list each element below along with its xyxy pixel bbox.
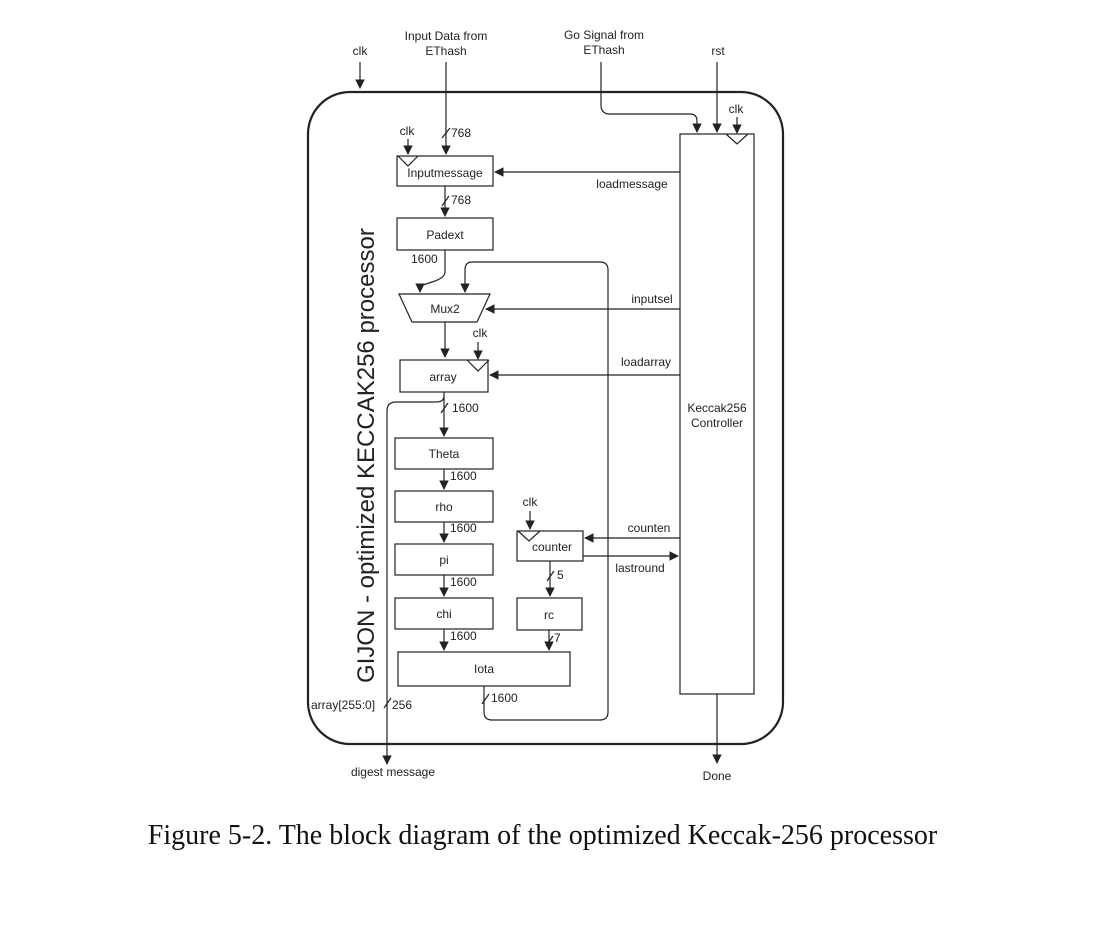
chi-block <box>394 597 494 630</box>
array-clock-marker <box>466 359 490 372</box>
figure-caption: Figure 5-2. The block diagram of the opt… <box>147 820 938 851</box>
inputmessage-clk-label: clk <box>400 124 416 138</box>
chi-label: chi <box>436 607 451 621</box>
feedback-loop-wire <box>460 261 609 721</box>
loadmessage-label: loadmessage <box>596 177 668 191</box>
padext-to-mux-wire <box>415 250 446 293</box>
padext-label: Padext <box>426 228 464 242</box>
processor-frame <box>306 90 785 746</box>
bus-width-1600-array: 1600 <box>452 401 479 415</box>
padext-block <box>396 217 494 251</box>
bus-width-256: 256 <box>392 698 412 712</box>
counter-label: counter <box>532 540 572 554</box>
bus-slash-768-a <box>441 127 451 139</box>
mux2-label: Mux2 <box>430 302 460 316</box>
inputmessage-clock-marker <box>397 155 419 167</box>
bus-slash-256 <box>383 697 392 709</box>
controller-label-1: Keccak256 <box>687 401 747 415</box>
bus-width-1600-iota: 1600 <box>491 691 518 705</box>
input-data-label-2: EThash <box>425 44 466 58</box>
bus-width-768-a: 768 <box>451 126 471 140</box>
go-signal-label-2: EThash <box>583 43 624 57</box>
clk-input-label: clk <box>353 44 369 58</box>
loadarray-label: loadarray <box>621 355 671 369</box>
bus-width-1600-padext: 1600 <box>411 252 438 266</box>
lastround-label: lastround <box>615 561 664 575</box>
input-data-label-1: Input Data from <box>405 29 488 43</box>
iota-block <box>397 651 571 687</box>
rst-label: rst <box>711 44 725 58</box>
iota-label: Iota <box>474 662 494 676</box>
bus-slash-1600-array <box>440 402 449 414</box>
digest-message-label: digest message <box>351 765 435 779</box>
inputmessage-label: Inputmessage <box>407 166 483 180</box>
bus-width-1600-theta: 1600 <box>450 469 477 483</box>
controller-clock-marker <box>725 133 749 145</box>
counter-block <box>516 530 584 562</box>
array-slice-label: array[255:0] <box>311 698 375 712</box>
counter-clk-label: clk <box>523 495 539 509</box>
bus-width-768-b: 768 <box>451 193 471 207</box>
go-signal-label-1: Go Signal from <box>564 28 644 42</box>
mux2-block <box>398 293 491 323</box>
processor-title: GIJON - optimized KECCAK256 processor <box>353 228 380 683</box>
keccak256-controller <box>679 133 755 695</box>
bus-width-1600-pi: 1600 <box>450 575 477 589</box>
controller-clk-label: clk <box>729 102 745 116</box>
counter-clock-marker <box>517 530 541 542</box>
digest-output-wire <box>382 395 445 765</box>
theta-label: Theta <box>429 447 460 461</box>
rc-label: rc <box>544 608 554 622</box>
rho-block <box>394 490 494 523</box>
array-label: array <box>429 370 456 384</box>
rho-label: rho <box>435 500 453 514</box>
bus-width-5: 5 <box>557 568 564 582</box>
rc-block <box>516 597 583 631</box>
counten-label: counten <box>628 521 671 535</box>
bus-width-1600-rho: 1600 <box>450 521 477 535</box>
done-label: Done <box>703 769 732 783</box>
bus-slash-7 <box>545 635 554 647</box>
pi-block <box>394 543 494 576</box>
bus-width-1600-chi: 1600 <box>450 629 477 643</box>
go-signal-wire <box>600 62 702 133</box>
array-block <box>399 359 489 393</box>
pi-label: pi <box>439 553 448 567</box>
array-clk-label: clk <box>473 326 489 340</box>
bus-slash-768-b <box>441 195 450 207</box>
inputsel-label: inputsel <box>631 292 672 306</box>
controller-label-2: Controller <box>691 416 743 430</box>
bus-width-7: 7 <box>554 631 561 645</box>
bus-slash-1600-iota <box>481 693 490 705</box>
bus-slash-5 <box>546 570 555 582</box>
